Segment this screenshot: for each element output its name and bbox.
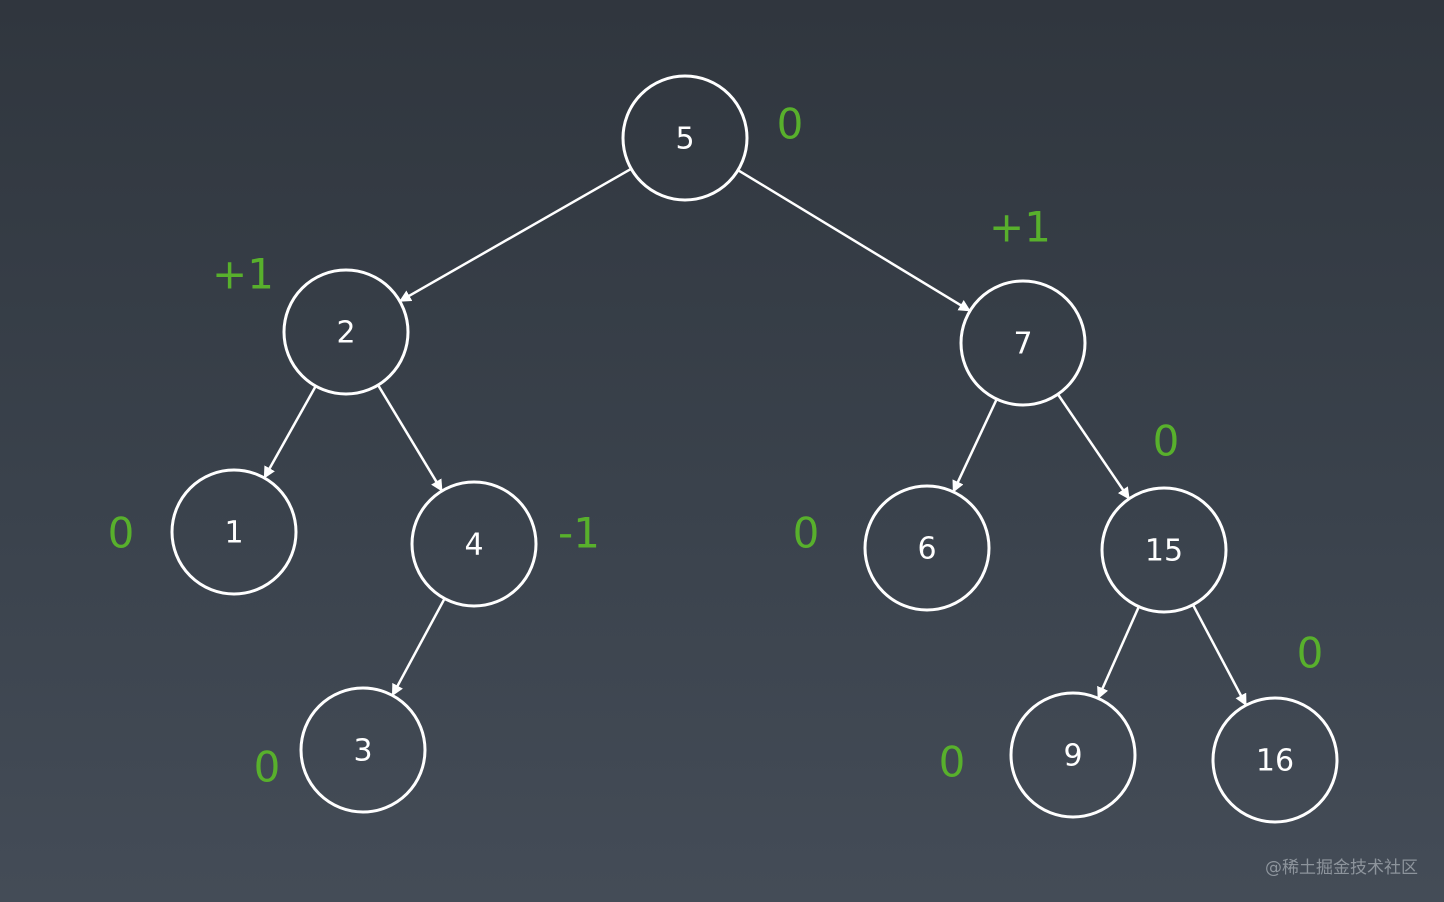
- edge-n2-to-n4: [376, 384, 443, 492]
- edge-n7-to-n6: [952, 398, 998, 493]
- tree-node-7: 7: [959, 279, 1087, 407]
- node-value-label: 7: [1013, 327, 1032, 362]
- node-circle: [1211, 696, 1339, 824]
- node-value-label: 9: [1063, 739, 1082, 774]
- edge-n5-to-n7: [737, 169, 971, 312]
- node-value-label: 15: [1145, 534, 1183, 569]
- node-circle: [1009, 691, 1137, 819]
- balance-factors: 0 +1 +1 0 -1 0 0 0 0 0: [108, 100, 1324, 792]
- tree-edges: [263, 167, 1247, 707]
- watermark-text: @稀土掘金技术社区: [1265, 858, 1418, 878]
- balance-factor-3: 0: [254, 743, 281, 792]
- node-value-label: 2: [336, 316, 355, 351]
- node-circle: [282, 268, 410, 396]
- edge-n15-to-n16: [1191, 604, 1247, 707]
- balance-factor-9: 0: [939, 738, 966, 787]
- tree-node-6: 6: [863, 484, 991, 612]
- node-value-label: 16: [1256, 744, 1294, 779]
- edge-n2-to-n1: [263, 385, 317, 479]
- node-value-label: 6: [917, 532, 936, 567]
- node-circle: [959, 279, 1087, 407]
- node-circle: [410, 480, 538, 608]
- edge-n15-to-n9: [1097, 606, 1140, 700]
- balance-factor-5: 0: [777, 100, 804, 149]
- tree-node-2: 2: [282, 268, 410, 396]
- tree-node-3: 3: [299, 686, 427, 814]
- node-circle: [299, 686, 427, 814]
- balance-factor-1: 0: [108, 509, 135, 558]
- tree-node-9: 9: [1009, 691, 1137, 819]
- balance-factor-6: 0: [793, 509, 820, 558]
- node-circle: [863, 484, 991, 612]
- edge-n4-to-n3: [391, 597, 446, 697]
- node-value-label: 1: [224, 516, 243, 551]
- tree-node-4: 4: [410, 480, 538, 608]
- tree-nodes: 5 2 7 1 4 3 6 15 9 16: [170, 74, 1339, 824]
- tree-node-16: 16: [1211, 696, 1339, 824]
- node-circle: [621, 74, 749, 202]
- node-value-label: 5: [675, 122, 694, 157]
- balance-factor-16: 0: [1297, 629, 1324, 678]
- tree-node-1: 1: [170, 468, 298, 596]
- balance-factor-2: +1: [212, 250, 274, 299]
- edge-n7-to-n15: [1056, 393, 1130, 500]
- balance-factor-4: -1: [558, 509, 600, 558]
- balance-factor-15: 0: [1153, 417, 1180, 466]
- edge-n5-to-n2: [398, 167, 632, 302]
- balance-factor-7: +1: [989, 203, 1051, 252]
- tree-node-5: 5: [621, 74, 749, 202]
- node-value-label: 3: [353, 734, 372, 769]
- tree-node-15: 15: [1100, 486, 1228, 614]
- node-value-label: 4: [464, 528, 483, 563]
- node-circle: [1100, 486, 1228, 614]
- node-circle: [170, 468, 298, 596]
